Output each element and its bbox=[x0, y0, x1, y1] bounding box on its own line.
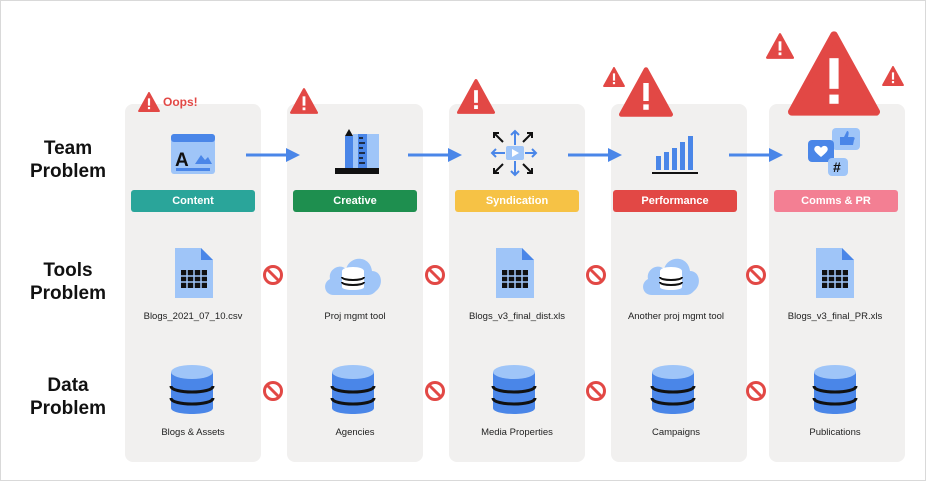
oops-label: Oops! bbox=[163, 95, 198, 109]
flow-arrow-icon bbox=[568, 148, 622, 162]
stage-badge-syndication: Syndication bbox=[455, 190, 579, 212]
no-entry-icon bbox=[746, 381, 766, 401]
database-icon bbox=[330, 365, 376, 414]
data-label-syndication: Media Properties bbox=[481, 427, 553, 438]
no-entry-icon bbox=[425, 265, 445, 285]
flow-arrow-icon bbox=[729, 148, 783, 162]
warning-icon bbox=[457, 79, 495, 114]
stage-badge-creative: Creative bbox=[293, 190, 417, 212]
bar-chart-icon bbox=[652, 136, 698, 174]
database-icon bbox=[491, 365, 537, 414]
warning-icon bbox=[766, 33, 794, 59]
svg-text:#: # bbox=[833, 159, 841, 175]
no-entry-icon bbox=[586, 265, 606, 285]
database-icon bbox=[812, 365, 858, 414]
no-entry-icon bbox=[425, 381, 445, 401]
warning-icon bbox=[882, 66, 904, 86]
no-entry-icon bbox=[746, 265, 766, 285]
no-entry-icon bbox=[263, 265, 283, 285]
warning-icon bbox=[619, 67, 673, 117]
tool-label-syndication: Blogs_v3_final_dist.xls bbox=[468, 311, 566, 322]
warning-icon bbox=[788, 31, 880, 116]
spreadsheet-icon bbox=[175, 248, 213, 298]
article-icon: A bbox=[171, 134, 215, 174]
data-label-creative: Agencies bbox=[335, 427, 375, 438]
warning-icon bbox=[138, 92, 160, 112]
cloud-database-icon bbox=[325, 258, 381, 295]
data-label-performance: Campaigns bbox=[651, 427, 701, 438]
stage-badge-comms: Comms & PR bbox=[774, 190, 898, 212]
data-label-content: Blogs & Assets bbox=[161, 427, 225, 438]
design-tools-icon bbox=[335, 129, 379, 174]
flow-arrow-icon bbox=[408, 148, 462, 162]
flow-arrow-icon bbox=[246, 148, 300, 162]
tool-label-comms: Blogs_v3_final_PR.xls bbox=[787, 311, 883, 322]
stage-badge-content: Content bbox=[131, 190, 255, 212]
no-entry-icon bbox=[263, 381, 283, 401]
data-label-comms: Publications bbox=[809, 427, 861, 438]
row-label-tools: Tools Problem bbox=[29, 260, 107, 304]
stage-badge-performance: Performance bbox=[613, 190, 737, 212]
svg-text:A: A bbox=[175, 150, 189, 171]
tool-label-performance: Another proj mgmt tool bbox=[627, 311, 725, 322]
database-icon bbox=[169, 365, 215, 414]
tool-label-creative: Proj mgmt tool bbox=[324, 311, 386, 322]
tool-label-content: Blogs_2021_07_10.csv bbox=[143, 311, 243, 322]
syndication-icon bbox=[490, 129, 538, 177]
warning-icon bbox=[290, 88, 318, 114]
no-entry-icon bbox=[586, 381, 606, 401]
cloud-database-icon bbox=[643, 258, 699, 295]
row-label-data: Data Problem bbox=[29, 375, 107, 419]
social-icon: # bbox=[808, 128, 860, 176]
spreadsheet-icon bbox=[496, 248, 534, 298]
database-icon bbox=[650, 365, 696, 414]
row-label-team: Team Problem bbox=[29, 138, 107, 182]
spreadsheet-icon bbox=[816, 248, 854, 298]
warning-icon bbox=[603, 67, 625, 87]
